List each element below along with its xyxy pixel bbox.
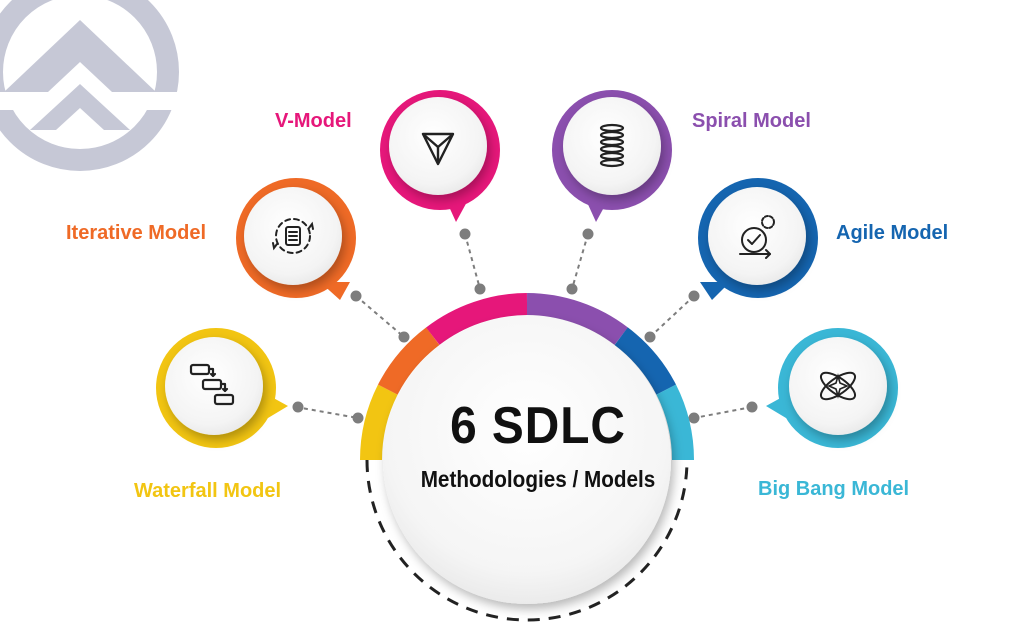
flowchart-steps-icon xyxy=(189,363,235,406)
hub-segment-iterative xyxy=(378,327,440,395)
center-title: 6 SDLC xyxy=(450,397,626,455)
connectors xyxy=(292,228,758,424)
v-triangle-icon xyxy=(421,132,455,166)
node-bigbang xyxy=(766,328,898,448)
node-agile xyxy=(698,178,818,300)
logo xyxy=(0,0,200,171)
central-hub xyxy=(360,293,694,622)
gear-check-icon xyxy=(739,215,775,259)
label-v-model: V-Model xyxy=(275,110,352,132)
center-subtitle: Methodologies / Models xyxy=(420,466,656,492)
label-agile-model: Agile Model xyxy=(836,222,949,244)
label-iterative-model: Iterative Model xyxy=(66,222,207,244)
logo-ring xyxy=(0,0,179,171)
logo-roof xyxy=(4,20,156,92)
hub-dashed-arc xyxy=(365,459,689,622)
node-spiral xyxy=(552,90,672,222)
node-iterative xyxy=(236,178,356,300)
label-spiral-model: Spiral Model xyxy=(692,110,811,132)
hub-segment-agile xyxy=(614,327,676,395)
label-waterfall-model: Waterfall Model xyxy=(134,480,282,502)
atom-icon xyxy=(819,371,857,401)
node-waterfall xyxy=(156,328,288,448)
spring-coil-icon xyxy=(599,123,625,168)
hub-segment-vmodel xyxy=(426,293,528,346)
hub-segment-spiral xyxy=(526,293,628,346)
hub-segment-waterfall xyxy=(360,384,398,461)
hub-segment-bigbang xyxy=(656,384,694,461)
logo-chevron xyxy=(30,84,130,130)
hub-disc xyxy=(383,316,671,604)
cycle-gear-icon xyxy=(272,218,314,254)
label-big-bang-model: Big Bang Model xyxy=(758,478,910,500)
node-vmodel xyxy=(380,90,500,222)
